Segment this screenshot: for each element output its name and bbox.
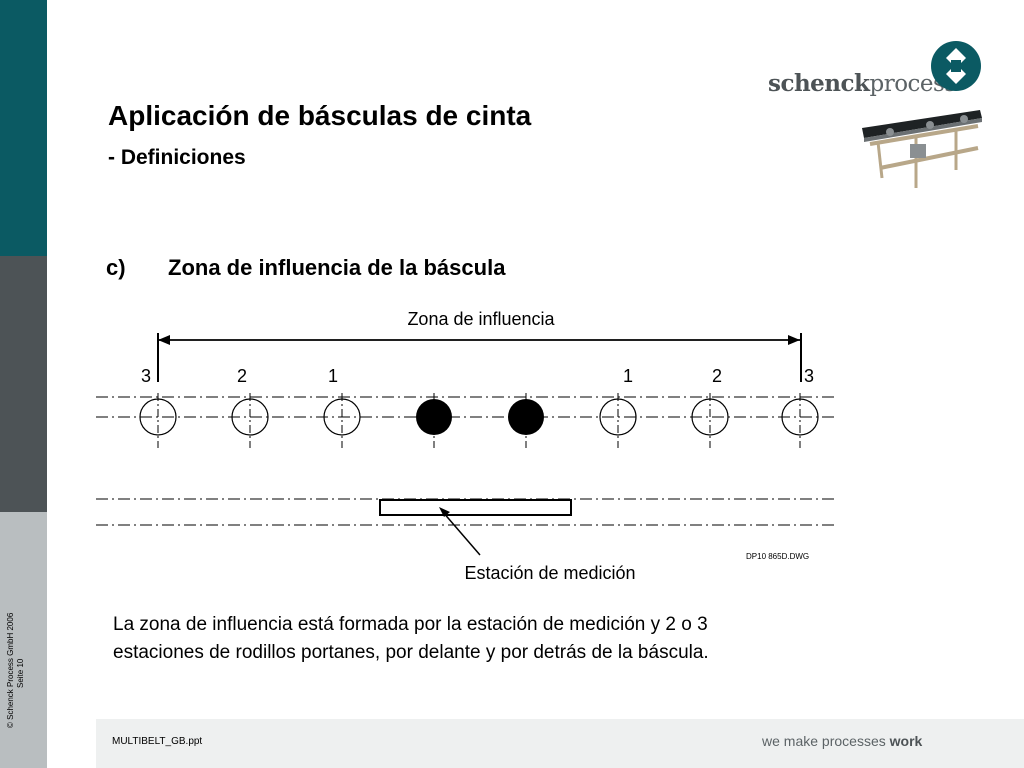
sidebar-band-light — [0, 512, 47, 768]
section-label: c) — [106, 255, 126, 280]
idler-roller-left-1 — [323, 393, 361, 448]
station-number-left-3: 3 — [141, 366, 151, 386]
station-number-right-2: 2 — [712, 366, 722, 386]
station-number-right-3: 3 — [804, 366, 814, 386]
logo-wordmark: schenckprocess — [768, 70, 956, 97]
page-subtitle: - Definiciones — [108, 146, 246, 169]
measuring-station-plate — [379, 499, 572, 516]
idler-roller-right-3 — [781, 393, 819, 448]
copyright-text: © Schenck Process GmbH 2006 — [6, 612, 15, 728]
footer-bar: MULTIBELT_GB.ppt we make processes work — [96, 719, 1024, 768]
weigh-roller-right — [508, 393, 544, 448]
influence-zone-diagram: Zona de influencia 3 2 1 1 2 3 — [96, 309, 835, 583]
definition-line-1: La zona de influencia está formada por l… — [113, 614, 708, 635]
idler-roller-right-2 — [691, 393, 729, 448]
definition-line-2: estaciones de rodillos portanes, por del… — [113, 642, 709, 663]
conveyor-scale-illustration — [860, 108, 984, 190]
footer-filename: MULTIBELT_GB.ppt — [112, 736, 203, 747]
logo-wordmark-bold: schenck — [768, 70, 870, 97]
page-number: Seite 10 — [16, 658, 25, 688]
definition-text: La zona de influencia está formada por l… — [113, 611, 843, 667]
slogan-part-2: processes — [821, 733, 886, 749]
zone-arrow-right-head — [788, 335, 800, 345]
sidebar-band-dark — [0, 256, 47, 512]
copyright-note: © Schenck Process GmbH 2006 Seite 10 — [6, 613, 26, 728]
footer-slogan: we make processes work — [762, 733, 922, 749]
weigh-roller-left — [416, 393, 452, 448]
page-title: Aplicación de básculas de cinta — [108, 100, 532, 131]
zone-arrow-left-head — [158, 335, 170, 345]
station-number-left-2: 2 — [237, 366, 247, 386]
drawing-reference: DP10 865D.DWG — [746, 552, 809, 561]
sidebar-band-teal — [0, 0, 47, 256]
logo-mark-icon — [931, 41, 981, 91]
station-number-right-1: 1 — [623, 366, 633, 386]
measuring-station-pointer — [441, 510, 481, 556]
company-logo: schenckprocess — [768, 40, 988, 100]
idler-roller-left-2 — [231, 393, 269, 448]
measuring-station-label: Estación de medición — [464, 563, 635, 583]
section-heading: Zona de influencia de la báscula — [168, 255, 506, 280]
slogan-part-1: we make — [762, 733, 822, 749]
left-sidebar: © Schenck Process GmbH 2006 Seite 10 — [0, 0, 47, 768]
station-number-left-1: 1 — [328, 366, 338, 386]
zone-label: Zona de influencia — [407, 309, 555, 329]
idler-roller-right-1 — [599, 393, 637, 448]
idler-roller-left-3 — [139, 393, 177, 448]
measuring-station-pointer-head — [439, 507, 450, 517]
slogan-part-3: work — [885, 733, 923, 749]
